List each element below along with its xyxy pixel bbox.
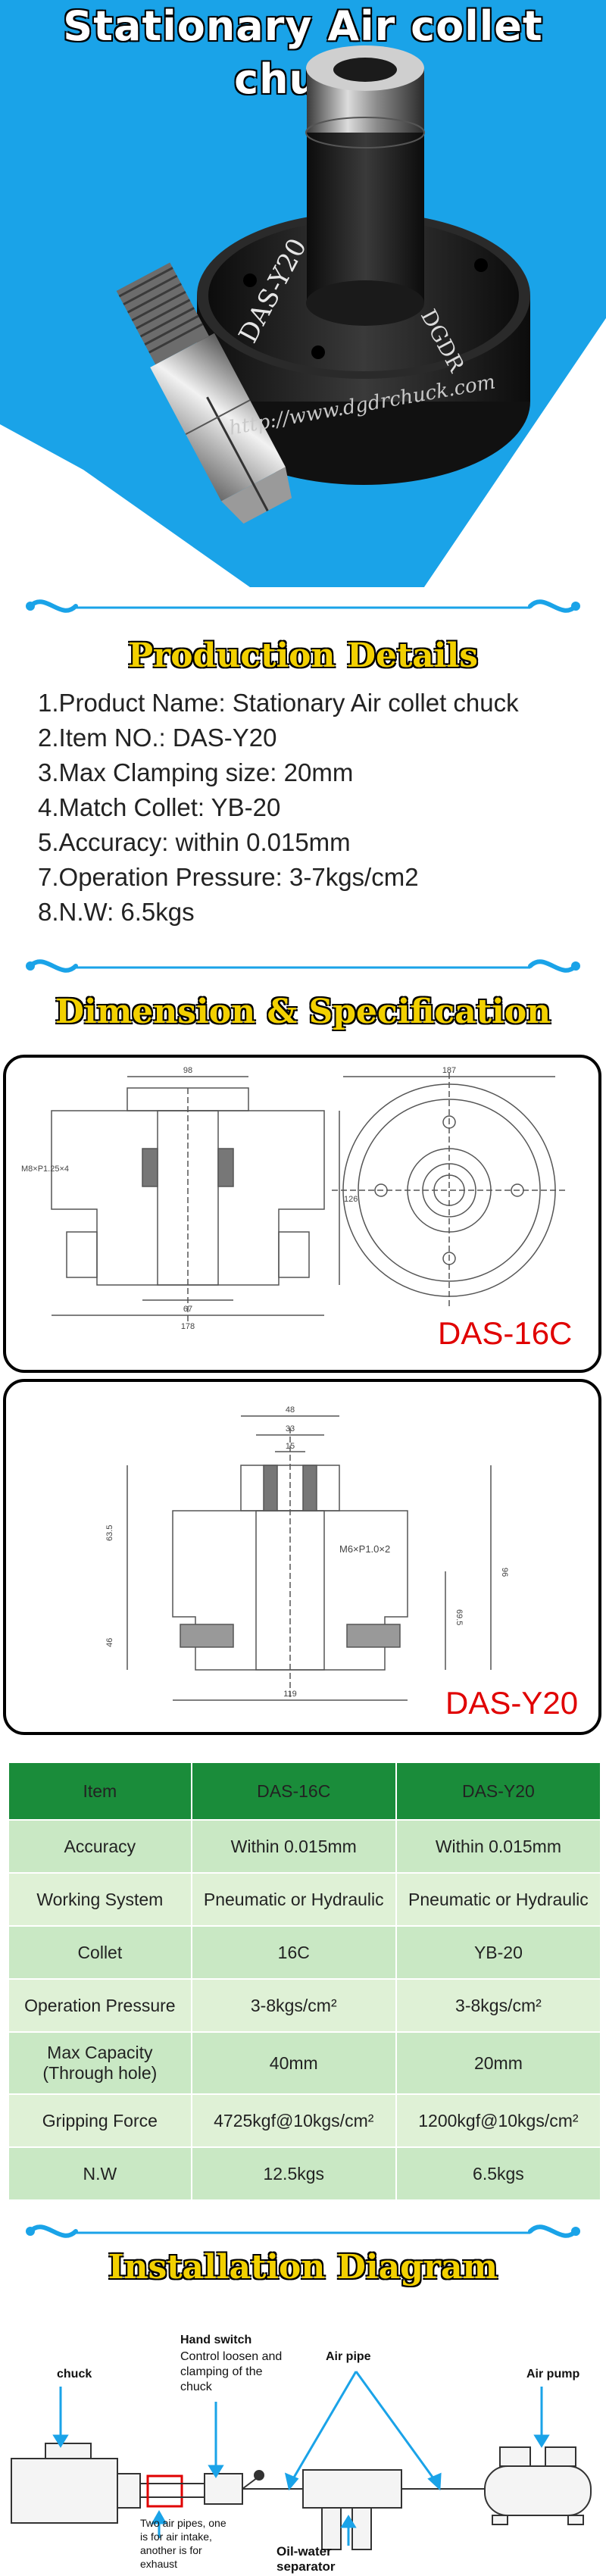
dim-label: 98 [183, 1066, 192, 1075]
label-two-pipes-2: is for air intake, [140, 2531, 212, 2543]
table-header: DAS-16C [190, 1762, 397, 1821]
label-hand-switch-desc-2: clamping of the [180, 2365, 263, 2378]
table-cell: 4725kgf@10kgs/cm² [190, 2093, 397, 2148]
dimension-header: Dimension & Specification [0, 951, 606, 1080]
table-cell: 1200kgf@10kgs/cm² [395, 2093, 602, 2148]
table-cell: 20mm [395, 2031, 602, 2095]
dim-label: 48 [286, 1405, 295, 1415]
table-cell: Operation Pressure [8, 1978, 192, 2033]
table-header-row: Item DAS-16C DAS-Y20 [8, 1762, 602, 1821]
label-hand-switch-desc-3: chuck [180, 2381, 212, 2393]
spec-table: Item DAS-16C DAS-Y20 Accuracy Within 0.0… [8, 1762, 602, 2201]
table-row: Working System Pneumatic or Hydraulic Pn… [8, 1872, 602, 1927]
model-label-das16c: DAS-16C [438, 1315, 573, 1351]
drawing-das16c: 98 187 M8×P1.25×4 126 67 178 DAS-16C [3, 1055, 601, 1373]
wave-divider [26, 2224, 580, 2238]
wave-divider [26, 599, 580, 613]
table-cell: 3-8kgs/cm² [190, 1978, 397, 2033]
dim-label: 69.5 [454, 1609, 464, 1625]
installation-header: Installation Diagram [0, 2216, 606, 2345]
detail-item: 5.Accuracy: within 0.015mm [38, 828, 351, 856]
label-oil-water-2: separator [276, 2559, 336, 2574]
label-two-pipes-1: Two air pipes, one [140, 2517, 226, 2529]
production-details-title: Production Details [127, 636, 479, 675]
details-list: 1.Product Name: Stationary Air collet ch… [38, 686, 583, 930]
dim-label: M6×P1.0×2 [339, 1543, 390, 1555]
label-hand-switch: Hand switch [180, 2334, 252, 2346]
drawing-dasy20: 48 33 15 M6×P1.0×2 63.5 46 96 69.5 119 D… [3, 1379, 601, 1735]
table-cell: Pneumatic or Hydraulic [395, 1872, 602, 1927]
dim-label: 67 [183, 1305, 192, 1314]
hero-banner: Stationary Air collet chuck [0, 0, 606, 587]
dim-label: 15 [286, 1442, 295, 1451]
dim-label: 96 [500, 1568, 509, 1577]
table-cell: Max Capacity (Through hole) [8, 2031, 192, 2095]
dim-label: 126 [344, 1195, 358, 1204]
dim-label: M8×P1.25×4 [21, 1165, 69, 1174]
label-chuck: chuck [57, 2368, 92, 2381]
table-cell: Gripping Force [8, 2093, 192, 2148]
table-row: Operation Pressure 3-8kgs/cm² 3-8kgs/cm² [8, 1978, 602, 2033]
dim-label: 178 [181, 1322, 195, 1331]
table-cell: Within 0.015mm [190, 1819, 397, 1874]
detail-item: 7.Operation Pressure: 3-7kgs/cm2 [38, 863, 419, 891]
dim-label: 119 [283, 1690, 297, 1699]
table-cell: 16C [190, 1925, 397, 1980]
table-cell: 3-8kgs/cm² [395, 1978, 602, 2033]
table-cell: 12.5kgs [190, 2146, 397, 2201]
installation-title: Installation Diagram [108, 2248, 498, 2287]
table-row: N.W 12.5kgs 6.5kgs [8, 2146, 602, 2201]
table-cell: N.W [8, 2146, 192, 2201]
table-cell: Accuracy [8, 1819, 192, 1874]
label-two-pipes-3: another is for [140, 2544, 202, 2556]
detail-item: 3.Max Clamping size: 20mm [38, 758, 354, 786]
dasy20-technical-drawing: 48 33 15 M6×P1.0×2 63.5 46 96 69.5 119 [105, 1405, 509, 1701]
production-details-header: Production Details [0, 591, 606, 720]
table-cell: Working System [8, 1872, 192, 1927]
table-cell: YB-20 [395, 1925, 602, 1980]
label-hand-switch-desc-1: Control loosen and [180, 2350, 283, 2363]
label-two-pipes-4: exhaust [140, 2558, 178, 2570]
table-header: DAS-Y20 [395, 1762, 602, 1821]
table-row: Gripping Force 4725kgf@10kgs/cm² 1200kgf… [8, 2093, 602, 2148]
dimension-title: Dimension & Specification [55, 993, 551, 1031]
table-cell: Collet [8, 1925, 192, 1980]
dim-label: 63.5 [105, 1525, 114, 1541]
label-air-pump: Air pump [526, 2368, 580, 2381]
installation-diagram: chuck Hand switch Control loosen and cla… [0, 2303, 606, 2576]
wave-divider [26, 959, 580, 973]
label-oil-water-1: Oil-water [276, 2544, 332, 2559]
detail-item: 8.N.W: 6.5kgs [38, 898, 195, 926]
installation-drawing [11, 2371, 592, 2550]
dim-label: 187 [442, 1066, 456, 1075]
label-air-pipe: Air pipe [326, 2350, 371, 2363]
product-photo: DAS-Y20 DGDR [116, 45, 530, 524]
model-label-dasy20: DAS-Y20 [445, 1685, 579, 1721]
table-cell: 40mm [190, 2031, 397, 2095]
table-cell: Pneumatic or Hydraulic [190, 1872, 397, 1927]
table-header: Item [8, 1762, 192, 1821]
table-cell: 6.5kgs [395, 2146, 602, 2201]
dim-label: 33 [286, 1424, 295, 1433]
detail-item: 2.Item NO.: DAS-Y20 [38, 724, 277, 752]
detail-item: 1.Product Name: Stationary Air collet ch… [38, 689, 519, 717]
dim-label: 46 [105, 1638, 114, 1647]
das16c-technical-drawing: 98 187 M8×P1.25×4 126 67 178 [21, 1066, 567, 1331]
detail-item: 4.Match Collet: YB-20 [38, 793, 281, 821]
table-row: Max Capacity (Through hole) 40mm 20mm [8, 2031, 602, 2095]
table-row: Collet 16C YB-20 [8, 1925, 602, 1980]
table-cell: Within 0.015mm [395, 1819, 602, 1874]
table-row: Accuracy Within 0.015mm Within 0.015mm [8, 1819, 602, 1874]
